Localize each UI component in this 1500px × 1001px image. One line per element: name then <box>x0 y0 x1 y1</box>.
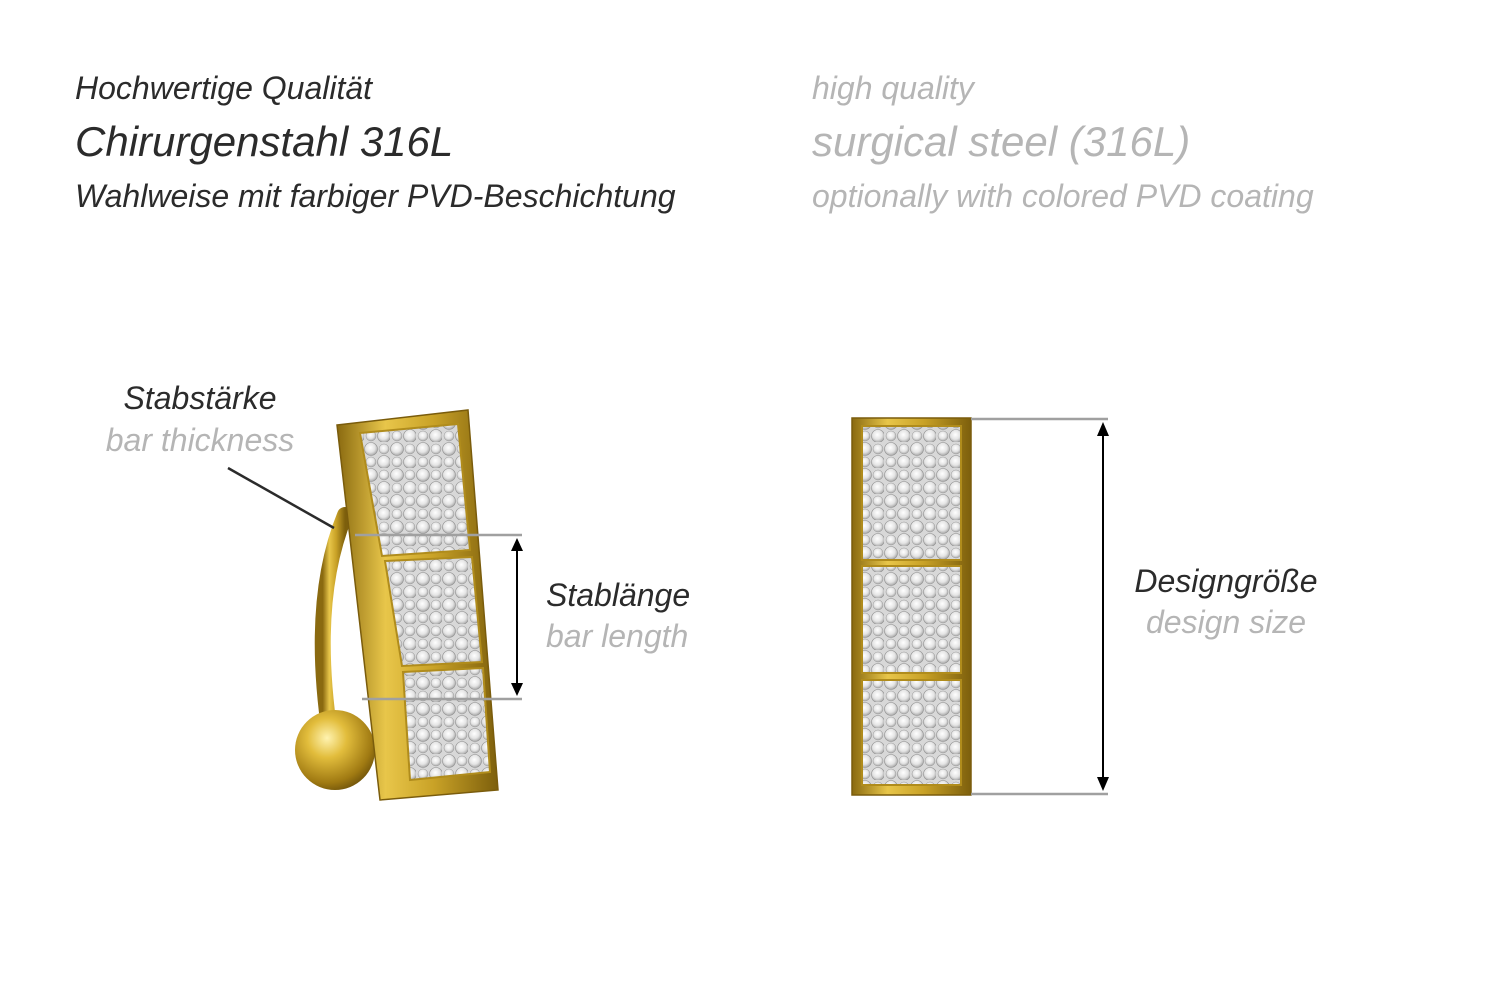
curved-bar <box>314 507 353 743</box>
front-crystal-middle <box>861 565 962 674</box>
header-coating-en: optionally with colored PVD coating <box>812 178 1314 214</box>
crystal-panel-middle <box>383 555 484 668</box>
header-quality-de: Hochwertige Qualität <box>75 70 373 106</box>
belly-ring-side-view <box>295 409 499 801</box>
header-material-en: surgical steel (316L) <box>812 118 1191 165</box>
crystal-panel-top <box>358 422 472 558</box>
bar-thickness-label-de: Stabstärke <box>123 380 277 416</box>
header-quality-en: high quality <box>812 70 974 106</box>
front-crystal-top <box>861 425 962 561</box>
bar-thickness-label-en: bar thickness <box>105 422 295 458</box>
bar-length-arrow <box>511 538 523 696</box>
design-size-arrow <box>1097 422 1109 791</box>
crystal-panel-bottom <box>401 666 492 782</box>
pendant-front-view <box>851 417 972 796</box>
front-crystal-bottom <box>861 679 962 786</box>
header-material-de: Chirurgenstahl 316L <box>75 118 454 165</box>
header-coating-de: Wahlweise mit farbiger PVD-Beschichtung <box>75 178 676 214</box>
bar-length-label-de: Stablänge <box>546 577 691 613</box>
bar-thickness-pointer <box>227 466 335 530</box>
design-size-label-de: Designgröße <box>1134 563 1318 599</box>
design-size-label-en: design size <box>1145 604 1307 640</box>
bar-length-label-en: bar length <box>546 618 689 654</box>
ball-end <box>295 710 375 790</box>
